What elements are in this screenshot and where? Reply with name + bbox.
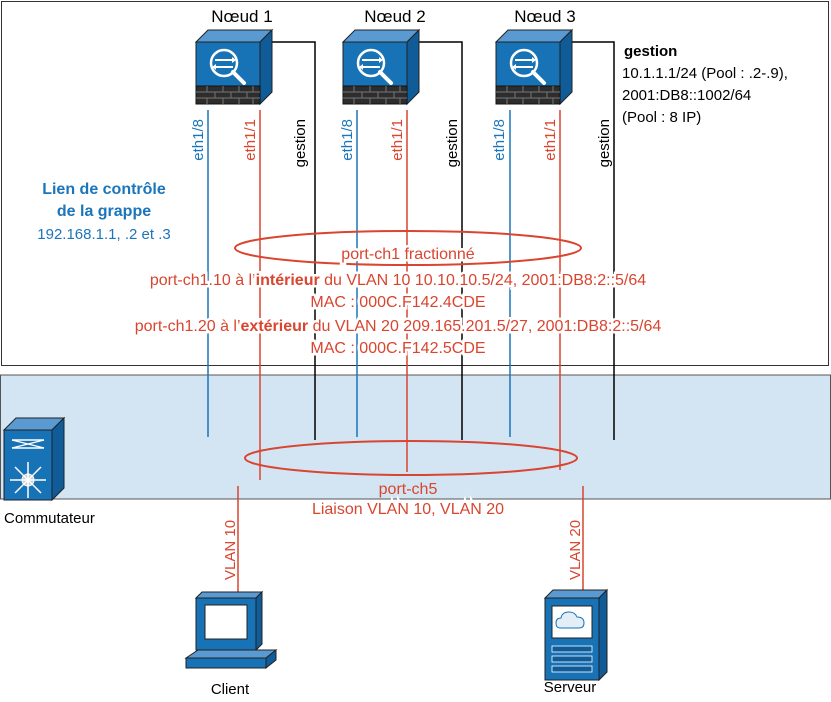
port-ch1-outside-line: port-ch1.20 à l’extérieur du VLAN 20 209… bbox=[135, 318, 662, 335]
node1-mgmt-label: gestion bbox=[292, 119, 309, 167]
mgmt-line3: (Pool : 8 IP) bbox=[622, 109, 701, 126]
node2-eth11-label: eth1/1 bbox=[389, 119, 406, 161]
firewall-icon-node2 bbox=[341, 28, 421, 106]
ccl-title-2: de la grappe bbox=[57, 203, 151, 220]
node2-mgmt-line bbox=[419, 41, 463, 440]
node1-mgmt-line bbox=[272, 41, 316, 440]
node1-label: Nœud 1 bbox=[211, 7, 272, 26]
node2-eth18-label: eth1/8 bbox=[339, 119, 356, 161]
ccl-title-1: Lien de contrôle bbox=[42, 181, 166, 198]
server-icon bbox=[543, 588, 609, 682]
node3-mgmt-line bbox=[572, 41, 615, 440]
server-label: Serveur bbox=[544, 679, 597, 696]
client-label: Client bbox=[211, 681, 250, 698]
node3-mgmt-label: gestion bbox=[596, 119, 613, 167]
port-ch1-label: port-ch1 fractionné bbox=[341, 246, 475, 263]
client-computer-icon bbox=[184, 590, 278, 670]
mgmt-line2: 2001:DB8::1002/64 bbox=[622, 87, 751, 104]
port-ch1-inside-line: port-ch1.10 à l’intérieur du VLAN 10 10.… bbox=[150, 272, 646, 289]
port-ch5-label: port-ch5 bbox=[379, 481, 438, 498]
node3-eth11-label: eth1/1 bbox=[542, 119, 559, 161]
node3-eth18-label: eth1/8 bbox=[491, 119, 508, 161]
mgmt-line1: 10.1.1.1/24 (Pool : .2-.9), bbox=[622, 65, 788, 82]
ccl-ips: 192.168.1.1, .2 et .3 bbox=[37, 226, 170, 243]
port-ch5-trunk: Liaison VLAN 10, VLAN 20 bbox=[312, 501, 504, 518]
server-vlan-label: VLAN 20 bbox=[567, 520, 584, 580]
cluster-frame bbox=[1, 1, 829, 366]
port-ch1-inside-mac: MAC : 000C.F142.4CDE bbox=[310, 294, 485, 311]
port-ch5-ellipse bbox=[244, 440, 578, 476]
firewall-icon-node3 bbox=[494, 28, 574, 106]
node3-label: Nœud 3 bbox=[514, 7, 575, 26]
switch-band bbox=[0, 374, 831, 500]
port-ch1-ellipse bbox=[234, 230, 582, 266]
switch-label: Commutateur bbox=[4, 510, 95, 527]
firewall-icon-node1 bbox=[194, 28, 274, 106]
node2-mgmt-label: gestion bbox=[444, 119, 461, 167]
mgmt-title: gestion bbox=[624, 43, 677, 60]
port-ch1-outside-mac: MAC : 000C.F142.5CDE bbox=[310, 340, 485, 357]
node1-eth18-label: eth1/8 bbox=[190, 119, 207, 161]
node2-label: Nœud 2 bbox=[364, 7, 425, 26]
switch-icon bbox=[2, 416, 66, 502]
node1-eth11-label: eth1/1 bbox=[242, 119, 259, 161]
client-vlan-label: VLAN 10 bbox=[222, 520, 239, 580]
